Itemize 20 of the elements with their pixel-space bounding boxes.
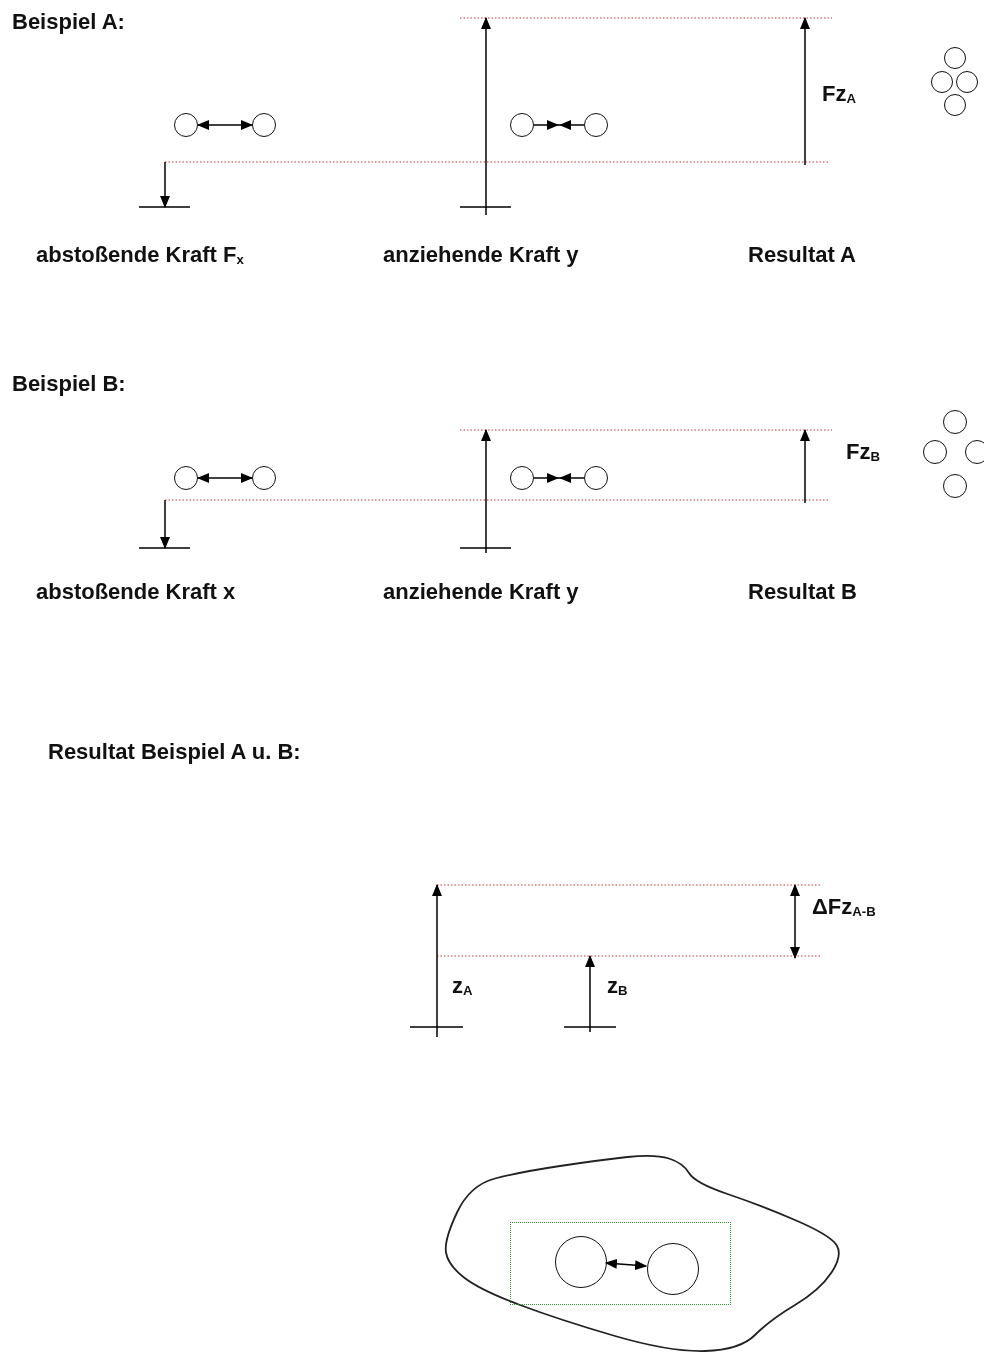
section-heading: Beispiel B: [12, 371, 126, 398]
force-label: ΔFz$_{A-B}$ [812, 894, 876, 921]
dotted-frame [510, 1222, 731, 1305]
double-arrow [604, 1258, 648, 1271]
section-heading: Beispiel A: [12, 9, 125, 36]
force-label: Fz$_{A}$ [822, 81, 856, 108]
double-arrow [197, 120, 253, 130]
force-caption: abstoßende Kraft F$_{x}$ [36, 242, 244, 269]
double-arrow [197, 473, 253, 483]
arrow [533, 120, 585, 130]
force-label: z$_{A}$ [452, 973, 473, 1000]
force-caption: abstoßende Kraft x [36, 579, 236, 606]
force-label: z$_{B}$ [607, 973, 628, 1000]
force-caption: anziehende Kraft y [383, 579, 579, 606]
arrow [533, 473, 585, 483]
force-label: Fz$_{B}$ [846, 439, 880, 466]
result-caption: Resultat A [748, 242, 856, 269]
result-caption: Resultat B [748, 579, 857, 606]
section-heading: Resultat Beispiel A u. B: [48, 739, 301, 766]
force-caption: anziehende Kraft y [383, 242, 579, 269]
